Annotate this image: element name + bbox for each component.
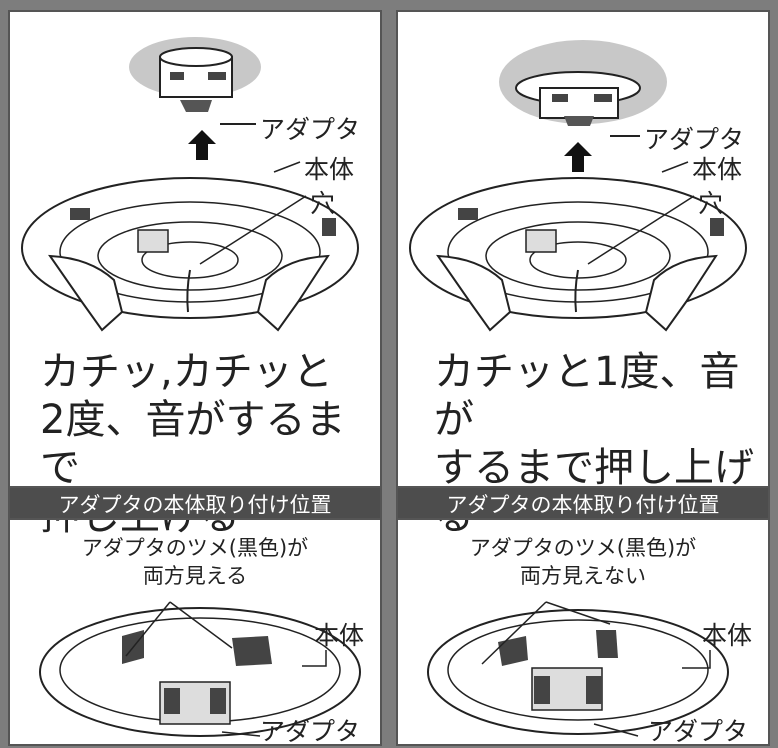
bottom-body-label: 本体 <box>314 621 365 650</box>
adapter-label: アダプタ <box>644 125 745 154</box>
adapter-label: アダプタ <box>260 115 361 144</box>
hole-label: 穴 <box>310 189 336 218</box>
adapter-position-illustration <box>39 601 361 737</box>
claw-note: アダプタのツメ(黒色)が 両方見えない <box>469 536 697 588</box>
adapter-position-illustration <box>427 601 729 737</box>
installation-illustration <box>409 40 747 332</box>
claw-note: アダプタのツメ(黒色)が 両方見える <box>81 536 309 588</box>
body-label: 本体 <box>304 155 355 184</box>
bottom-adapter-label: アダプタ <box>260 717 361 746</box>
section-title: アダプタの本体取り付け位置 <box>10 486 380 520</box>
bottom-adapter-label: アダプタ <box>648 717 749 746</box>
hole-label: 穴 <box>698 189 724 218</box>
panel-two-clicks: アダプタ 本体 穴 カチッ,カチッと 2度、音がするまで 押し上げる アダプタの… <box>8 10 382 746</box>
body-label: 本体 <box>692 155 743 184</box>
installation-illustration <box>21 37 359 332</box>
panel-one-click: アダプタ 本体 穴 カチッと1度、音が するまで押し上げる アダプタの本体取り付… <box>396 10 770 746</box>
section-title: アダプタの本体取り付け位置 <box>398 486 768 520</box>
bottom-body-label: 本体 <box>702 621 753 650</box>
